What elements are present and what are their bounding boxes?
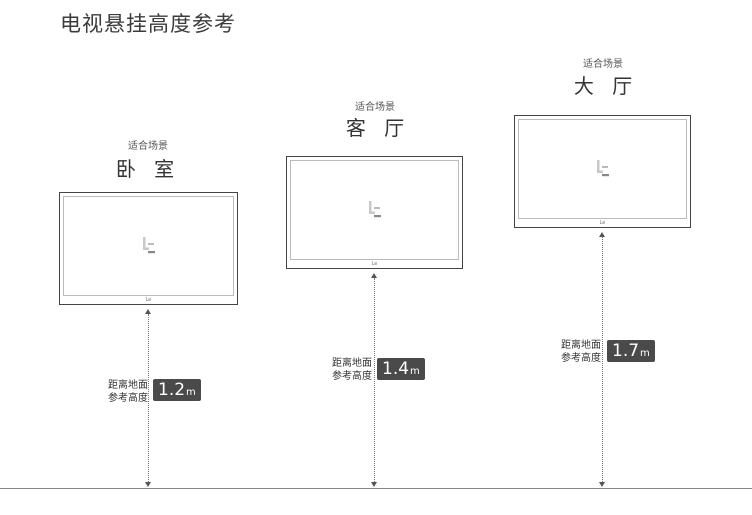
tv-bedroom: Le (59, 192, 238, 305)
height-value: 1.4 (382, 359, 410, 379)
height-caption-line1: 距离地面 (108, 380, 148, 391)
arrow-down-icon (145, 482, 151, 487)
tv-brand-mark: Le (145, 297, 152, 303)
le-logo-icon (368, 201, 381, 218)
height-badge-bedroom: 1.2m (153, 379, 201, 401)
height-caption-hall: 距离地面 参考高度 (545, 339, 601, 365)
tv-brand-mark: Le (371, 261, 378, 267)
height-guide-hall (602, 237, 603, 482)
tv-screen (63, 196, 234, 296)
height-value: 1.7 (612, 341, 640, 361)
tv-hall: Le (514, 115, 691, 228)
arrow-down-icon (371, 482, 377, 487)
scene-caption-hall: 适合场景 (583, 59, 623, 70)
le-logo-icon (596, 160, 609, 177)
tv-living-room: Le (286, 156, 463, 269)
floor-line (0, 488, 752, 489)
height-badge-living-room: 1.4m (377, 358, 425, 380)
scene-name-hall: 大 厅 (573, 74, 639, 98)
height-caption-line2: 参考高度 (332, 371, 372, 382)
arrow-up-icon (599, 232, 605, 237)
height-unit: m (640, 348, 650, 359)
height-badge-hall: 1.7m (607, 340, 655, 362)
arrow-up-icon (371, 273, 377, 278)
scene-caption-living-room: 适合场景 (355, 102, 395, 113)
height-guide-bedroom (148, 314, 149, 482)
page-title: 电视悬挂高度参考 (60, 12, 236, 36)
height-caption-line1: 距离地面 (561, 340, 601, 351)
height-caption-bedroom: 距离地面 参考高度 (92, 379, 148, 405)
scene-name-living-room: 客 厅 (345, 116, 411, 140)
scene-name-bedroom: 卧 室 (115, 157, 181, 181)
tv-screen (290, 160, 459, 260)
arrow-up-icon (145, 309, 151, 314)
height-unit: m (410, 366, 420, 377)
tv-brand-mark: Le (599, 220, 606, 226)
height-guide-living-room (374, 278, 375, 482)
height-caption-living-room: 距离地面 参考高度 (316, 357, 372, 383)
scene-caption-bedroom: 适合场景 (128, 141, 168, 152)
le-logo-icon (142, 237, 155, 254)
height-value: 1.2 (158, 380, 186, 400)
tv-screen (518, 119, 687, 219)
height-caption-line2: 参考高度 (108, 393, 148, 404)
height-unit: m (186, 387, 196, 398)
arrow-down-icon (599, 482, 605, 487)
height-caption-line2: 参考高度 (561, 353, 601, 364)
height-caption-line1: 距离地面 (332, 358, 372, 369)
